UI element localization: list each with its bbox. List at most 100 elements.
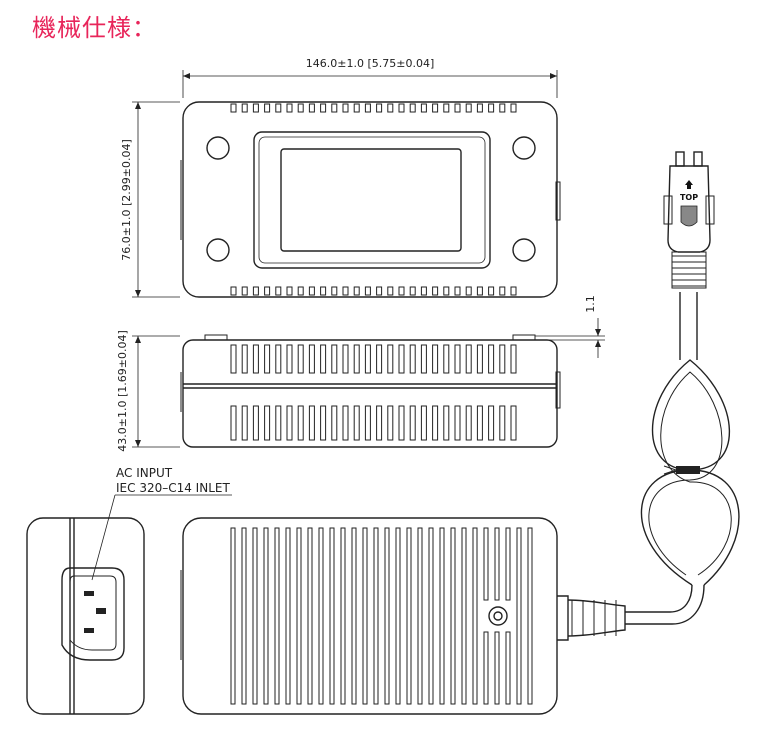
vent-slot [432, 344, 439, 374]
vent-slot [353, 405, 360, 441]
depth-dimension-label: 43.0±1.0 [1.69±0.04] [116, 330, 129, 451]
vent-slot [420, 286, 427, 296]
vent-slot [387, 405, 394, 441]
vent-slot [499, 286, 506, 296]
vent-slot [499, 344, 506, 374]
vent-slot [353, 286, 360, 296]
vent-slot [510, 286, 517, 296]
vent-slot [461, 527, 467, 705]
vent-slot [264, 103, 271, 113]
vent-slot [230, 527, 236, 705]
vent-slot [439, 527, 445, 705]
vent-slot [320, 405, 327, 441]
vent-slot [432, 103, 439, 113]
vent-slot [420, 344, 427, 374]
vent-slot [230, 344, 237, 374]
vent-slot [483, 631, 489, 705]
vent-slot [443, 286, 450, 296]
vent-slot [252, 344, 259, 374]
vent-slot [331, 286, 338, 296]
vent-slot [353, 344, 360, 374]
vent-slot [297, 405, 304, 441]
vent-slot [398, 344, 405, 374]
vent-slot [398, 103, 405, 113]
vent-slot [263, 527, 269, 705]
vent-slot [274, 527, 280, 705]
vent-slot [275, 344, 282, 374]
vent-slot [353, 103, 360, 113]
vent-slot [286, 103, 293, 113]
vent-slot [510, 344, 517, 374]
foot-dimension-label: 1.1 [584, 295, 597, 313]
vent-slot [307, 527, 313, 705]
vent-slot [476, 286, 483, 296]
vent-slot [252, 405, 259, 441]
vent-slot [308, 103, 315, 113]
vent-slot [364, 344, 371, 374]
vent-slot [331, 344, 338, 374]
vent-slot [527, 527, 533, 705]
vent-slot [376, 405, 383, 441]
vent-slot [264, 286, 271, 296]
vent-slot [409, 103, 416, 113]
height-dimension-label: 76.0±1.0 [2.99±0.04] [120, 139, 133, 260]
vent-slot [342, 344, 349, 374]
vent-slot [241, 103, 248, 113]
vent-slot [241, 344, 248, 374]
vent-slot [488, 344, 495, 374]
vent-slot [296, 527, 302, 705]
vent-slot [320, 286, 327, 296]
dc-connector [663, 151, 715, 289]
vent-slot [308, 286, 315, 296]
vent-slot [329, 527, 335, 705]
vent-slot [342, 405, 349, 441]
vent-slot [488, 103, 495, 113]
end-view-ac-inlet [26, 494, 232, 715]
vent-slot [510, 103, 517, 113]
vent-slot [376, 286, 383, 296]
vent-slot [432, 405, 439, 441]
vent-slot [454, 103, 461, 113]
vent-slot [297, 344, 304, 374]
vent-slot [252, 527, 258, 705]
vent-slot [373, 527, 379, 705]
vent-slot [476, 103, 483, 113]
vent-slot [297, 286, 304, 296]
vent-slot [230, 405, 237, 441]
vent-slot [505, 631, 511, 705]
vent-slot [488, 286, 495, 296]
vent-slot [499, 405, 506, 441]
vent-slot [364, 405, 371, 441]
side-vent-slots [230, 344, 517, 441]
bottom-view [180, 517, 626, 715]
vent-slot [275, 286, 282, 296]
vent-slot [297, 103, 304, 113]
vent-slot [454, 405, 461, 441]
top-vent-slots [230, 103, 517, 296]
vent-slot [465, 286, 472, 296]
vent-slot [395, 527, 401, 705]
vent-slot [499, 103, 506, 113]
vent-slot [472, 527, 478, 705]
vent-slot [476, 405, 483, 441]
vent-slot [488, 405, 495, 441]
vent-slot [241, 527, 247, 705]
vent-slot [286, 344, 293, 374]
vent-slot [406, 527, 412, 705]
vent-slot [331, 103, 338, 113]
width-dimension-label: 146.0±1.0 [5.75±0.04] [306, 57, 434, 70]
vent-slot [252, 103, 259, 113]
vent-slot [409, 344, 416, 374]
vent-slot [476, 344, 483, 374]
vent-slot [275, 103, 282, 113]
vent-slot [454, 286, 461, 296]
vent-slot [409, 286, 416, 296]
vent-slot [285, 527, 291, 705]
vent-slot [443, 344, 450, 374]
vent-slot [286, 405, 293, 441]
vent-slot [398, 286, 405, 296]
vent-slot [320, 344, 327, 374]
vent-slot [432, 286, 439, 296]
vent-slot [510, 405, 517, 441]
ac-input-label: AC INPUT [116, 466, 173, 480]
